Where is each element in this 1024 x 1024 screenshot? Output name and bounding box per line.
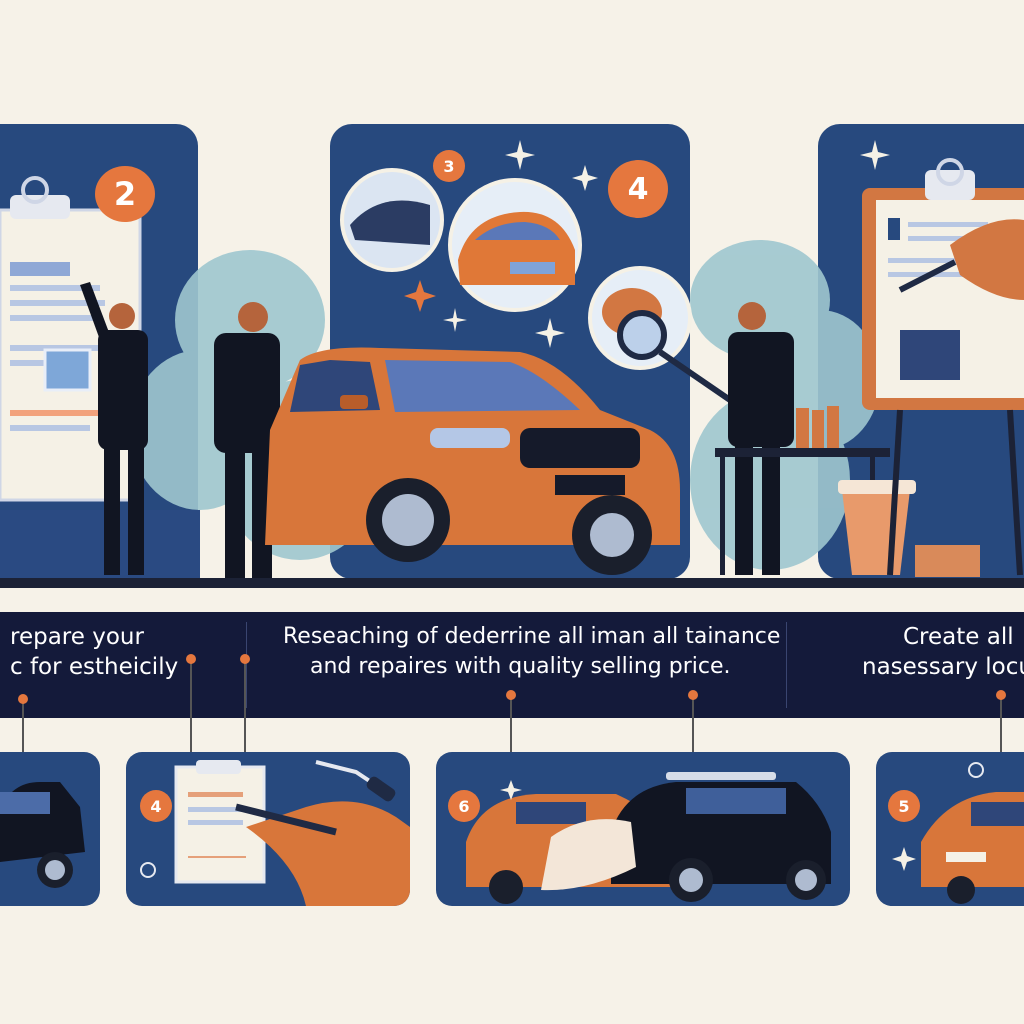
step-number-badge: 3 (433, 150, 465, 182)
thumb-panel-signing: 4 (126, 752, 410, 906)
thumb-panel-two-cars: 6 (436, 752, 850, 906)
step-number-badge: 4 (608, 160, 668, 218)
banner-divider (246, 622, 247, 708)
person-standing (214, 302, 280, 578)
steps-banner (0, 612, 1024, 718)
magnifier-bubble (588, 266, 732, 403)
bucket-icon (838, 480, 980, 577)
hand-writing-icon (898, 219, 1024, 300)
inspection-bubble-left (340, 168, 444, 272)
thumb-panel-black-car (0, 752, 100, 906)
step-number-badge: 5 (888, 790, 920, 822)
banner-step-middle-line1: Reseaching of dederrine all iman all tai… (283, 624, 781, 649)
step-number-badge: 2 (95, 166, 155, 222)
signing-document-icon (140, 760, 410, 906)
connector-pin (18, 694, 28, 760)
banner-step-right-line1: Create all (903, 624, 1014, 650)
black-car-icon (0, 782, 85, 888)
sparkle-icons (443, 140, 890, 348)
sparkle-orange-icon (404, 280, 436, 312)
step-number-badge: 6 (448, 790, 480, 822)
orange-suv-illustration (265, 347, 680, 575)
orange-car-icon (892, 762, 1024, 904)
person-inspecting (715, 302, 890, 575)
connector-pin (688, 690, 698, 760)
connector-pin (240, 654, 250, 770)
inspection-bubble-middle (448, 178, 582, 312)
banner-divider (786, 622, 787, 708)
step-number-badge: 4 (140, 790, 172, 822)
banner-step-middle-line2: and repaires with quality selling price. (310, 654, 731, 679)
car-preparation-scene (0, 140, 1024, 588)
product-bottles (796, 406, 839, 448)
connector-pin (506, 690, 516, 760)
banner-step-right-line2: nasessary locu (862, 654, 1024, 680)
banner-step-left-line2: c for estheicily (10, 654, 179, 680)
person-presenting (43, 282, 148, 575)
connector-pin (996, 690, 1006, 756)
banner-step-left-line1: repare your (10, 624, 144, 650)
connector-pin (186, 654, 196, 770)
two-cars-icon (466, 772, 831, 904)
thumb-panel-orange-car: 5 (876, 752, 1024, 906)
